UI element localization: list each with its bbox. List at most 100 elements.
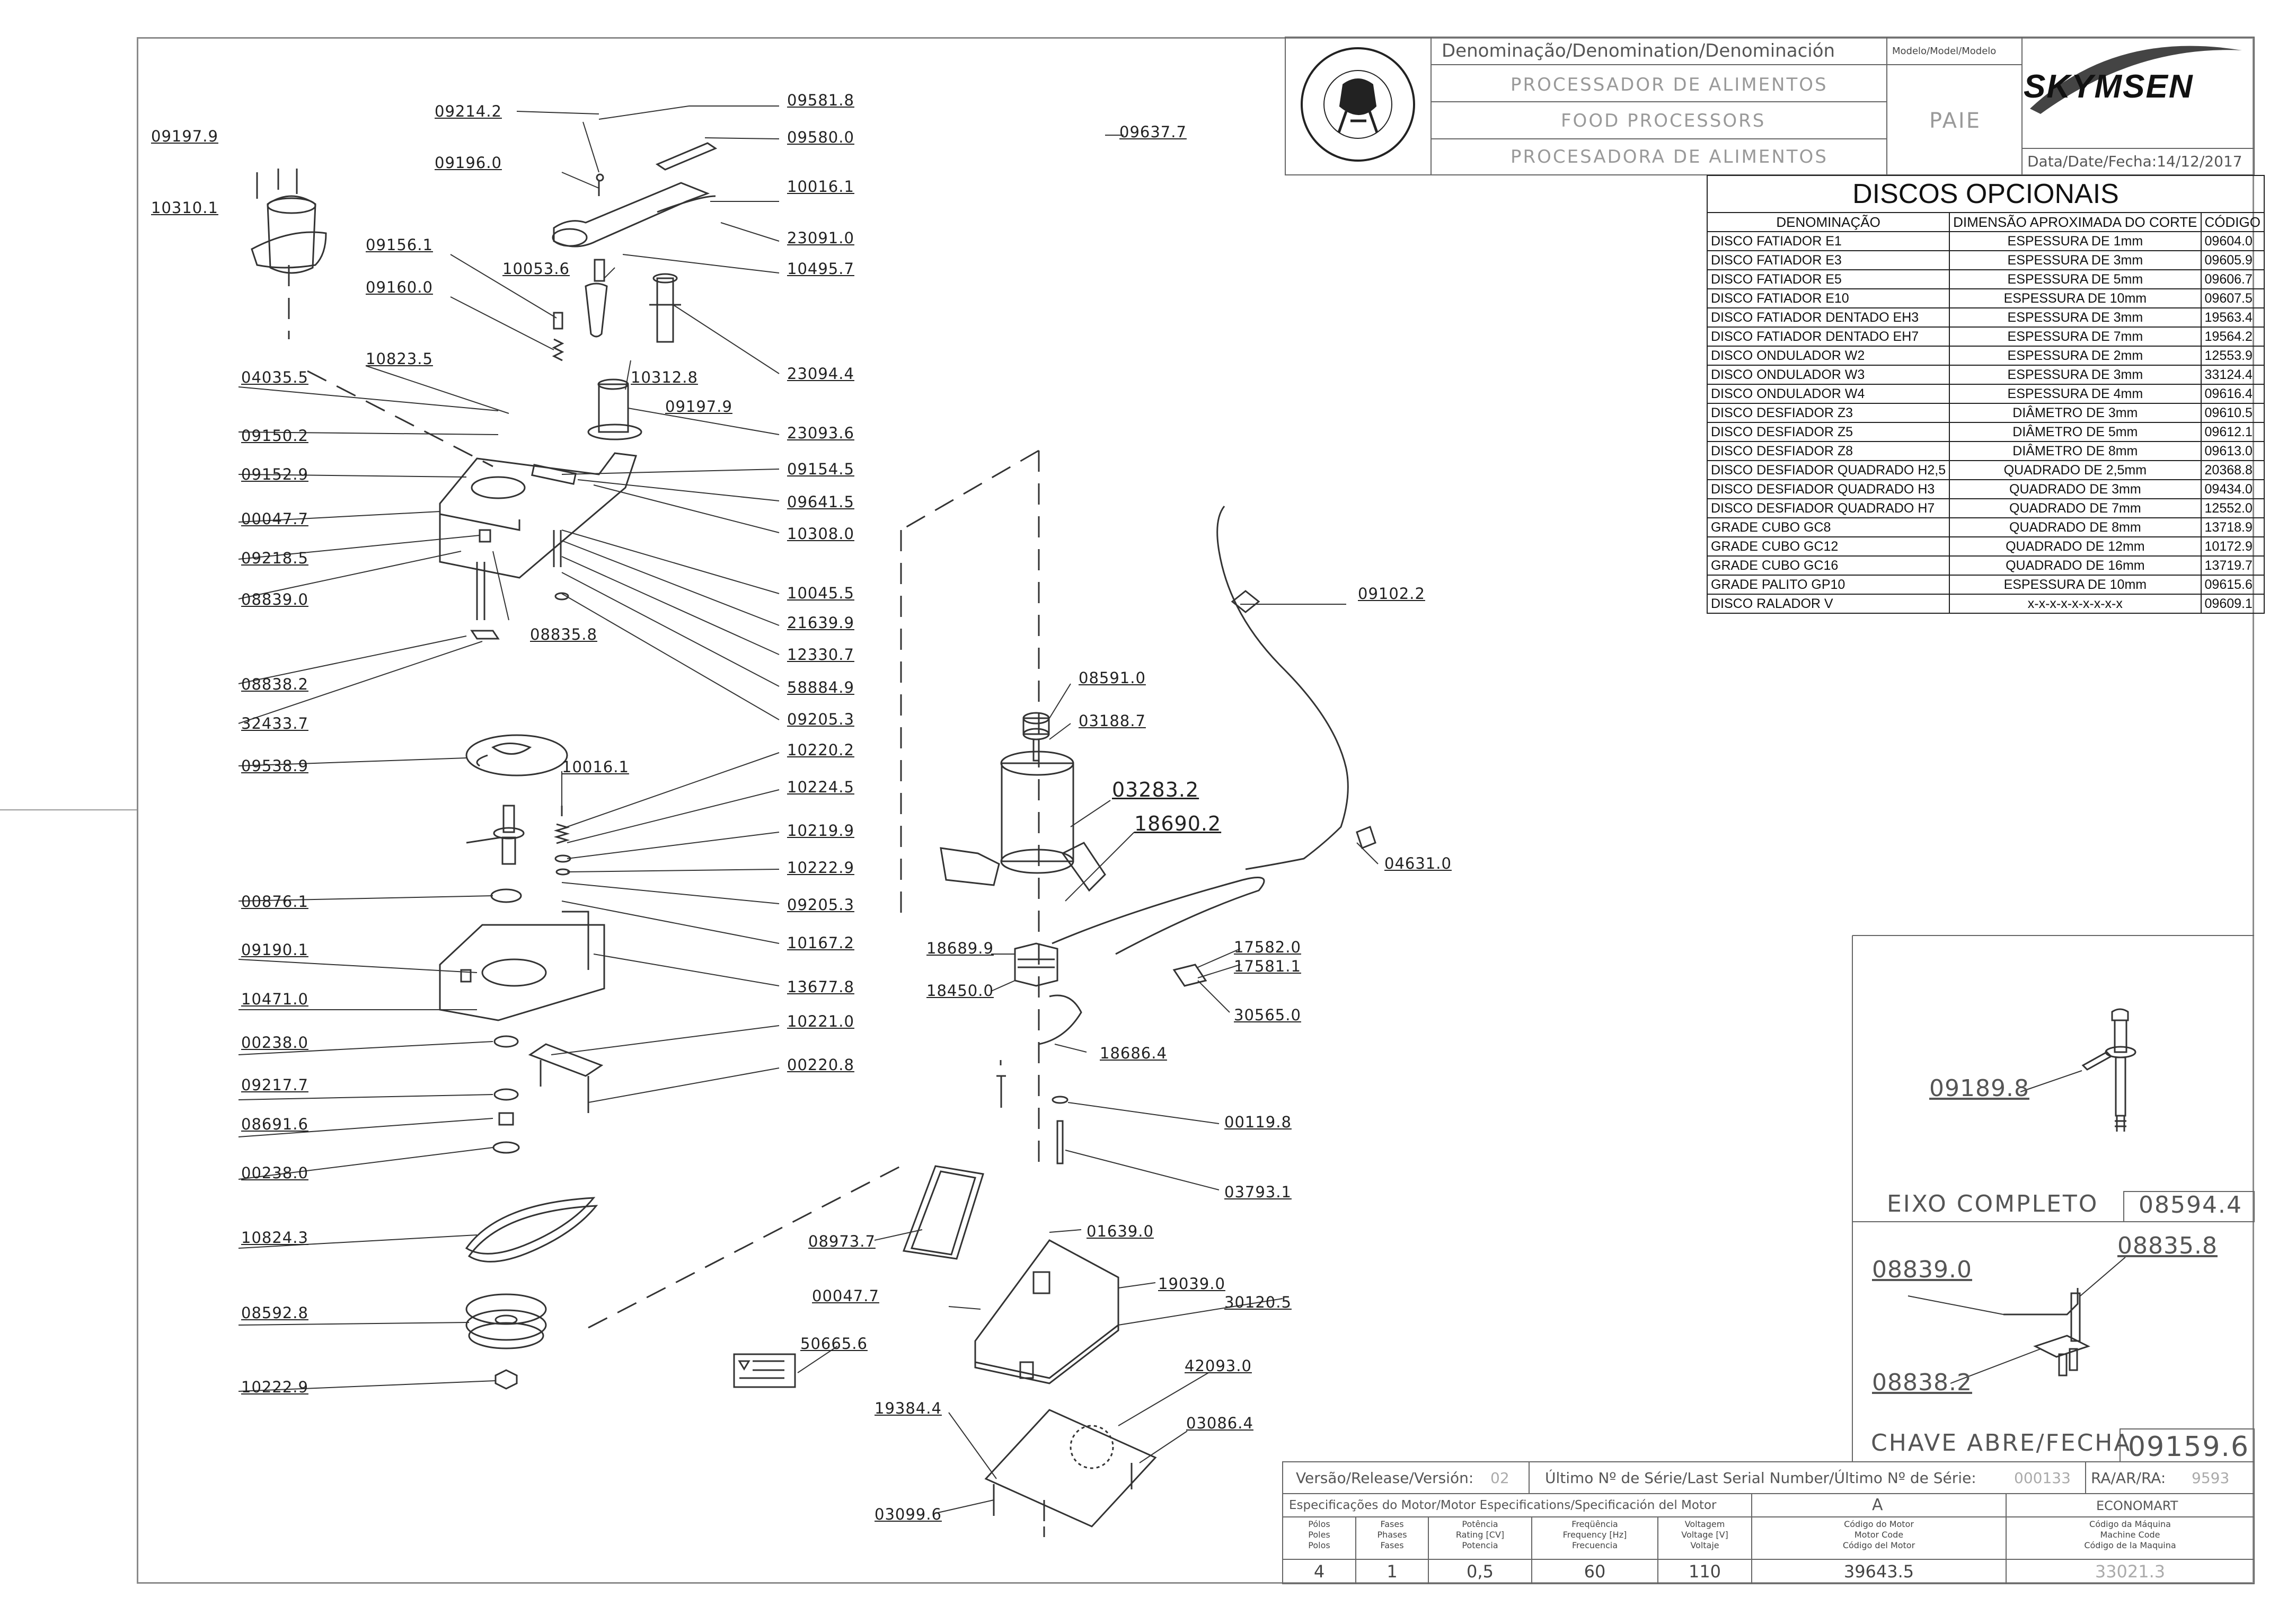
cell-name: DISCO FATIADOR E10 (1706, 288, 1950, 308)
cell-name: DISCO RALADOR V (1706, 594, 1950, 614)
o-ring-top (493, 1035, 519, 1048)
date-label: Data/Date/Fecha: (2027, 153, 2157, 170)
cell-name: DISCO DESFIADOR Z8 (1706, 441, 1950, 461)
callout-10308-0: 10308.0 (787, 525, 854, 543)
callout-09197-9-b: 09197.9 (665, 398, 732, 416)
cell-name: GRADE CUBO GC12 (1706, 536, 1950, 557)
spec-value-cell: 39643.5 (1843, 1561, 1914, 1582)
pulley-part (465, 1293, 547, 1349)
callout-00238-0-b: 00238.0 (241, 1164, 308, 1182)
callout-09196-0: 09196.0 (435, 154, 502, 172)
cell-name: GRADE PALITO GP10 (1706, 575, 1950, 595)
spec-header-line: Motor Code (1854, 1530, 1904, 1540)
callout-09205-3-b: 09205.3 (787, 896, 854, 914)
brand-logo-text: SKYMSEN (2024, 68, 2194, 105)
spec-value-cell: 33021.3 (2095, 1561, 2166, 1582)
serial-label: Último Nº de Série/Last Serial Number/Úl… (1545, 1469, 1976, 1487)
spec-value-cell: 0,5 (1467, 1561, 1494, 1582)
callout-10823-5: 10823.5 (366, 350, 433, 368)
cell-name: DISCO ONDULADOR W3 (1706, 365, 1950, 385)
spec-header-line: Código de la Maquina (2084, 1540, 2176, 1550)
callout-01639-0: 01639.0 (1087, 1222, 1154, 1240)
callout-10053-6: 10053.6 (502, 260, 570, 278)
callout-17581-1: 17581.1 (1234, 957, 1301, 975)
callout-03188-7: 03188.7 (1079, 712, 1146, 730)
callout-08835-8: 08835.8 (530, 625, 597, 643)
cell-name: DISCO FATIADOR E5 (1706, 269, 1950, 289)
cell-dimension: QUADRADO DE 12mm (1949, 536, 2202, 557)
spec-header-line: Phases (1377, 1530, 1407, 1540)
bottom-screws (993, 1463, 1133, 1537)
callout-18690-2: 18690.2 (1134, 812, 1222, 835)
spec-header-line: Código da Máquina (2089, 1519, 2171, 1529)
callout-10167-2: 10167.2 (787, 934, 854, 952)
product-name-pt: PROCESSADOR DE ALIMENTOS (1511, 74, 1828, 95)
cell-code: 09605.9 (2200, 250, 2265, 270)
switch-title: CHAVE ABRE/FECHA (1871, 1429, 2132, 1457)
cell-name: DISCO FATIADOR DENTADO EH3 (1706, 307, 1950, 328)
callout-00047-7-b: 00047.7 (812, 1287, 879, 1305)
cell-dimension: ESPESSURA DE 10mm (1949, 575, 2202, 595)
callout-30120-5: 30120.5 (1224, 1293, 1292, 1311)
cell-code: 20368.8 (2200, 460, 2265, 480)
cell-dimension: ESPESSURA DE 10mm (1949, 288, 2202, 308)
brand-swoosh (2030, 46, 2242, 114)
cell-code: 12553.9 (2200, 346, 2265, 366)
cell-code: 09606.7 (2200, 269, 2265, 289)
callout-23091-0: 23091.0 (787, 229, 854, 247)
callout-09580-0: 09580.0 (787, 128, 854, 146)
shaft-title: EIXO COMPLETO (1887, 1190, 2099, 1217)
callout-09218-5: 09218.5 (241, 549, 308, 567)
spec-value-cell: 60 (1584, 1561, 1606, 1582)
callout-10045-5: 10045.5 (787, 584, 854, 602)
callout-18689-9: 18689.9 (926, 939, 994, 957)
col-header-code: CÓDIGO (2200, 212, 2265, 232)
callout-10495-7: 10495.7 (787, 260, 854, 278)
switch-part-08839: 08839.0 (1872, 1256, 1972, 1283)
slicer-disc-part (465, 734, 568, 776)
callout-08691-6: 08691.6 (241, 1115, 308, 1133)
cell-dimension: QUADRADO DE 8mm (1949, 517, 2202, 537)
callout-12330-7: 12330.7 (787, 646, 854, 664)
spec-header-line: Freqüência (1571, 1519, 1618, 1529)
cell-dimension: ESPESSURA DE 2mm (1949, 346, 2202, 366)
callout-08838-2: 08838.2 (241, 675, 308, 693)
bracket-plate-part (528, 1043, 604, 1113)
main-shaft-part (466, 805, 525, 865)
callout-09637-7: 09637.7 (1119, 123, 1187, 141)
pusher-cylinder-part (649, 273, 681, 343)
callout-42093-0: 42093.0 (1185, 1357, 1252, 1375)
cell-code: 13718.9 (2200, 517, 2265, 537)
spec-header-line: Frecuencia (1571, 1540, 1618, 1550)
cell-code: 13719.7 (2200, 555, 2265, 576)
date-field: Data/Date/Fecha:14/12/2017 (2027, 153, 2242, 170)
callout-09102-2: 09102.2 (1358, 585, 1425, 603)
callout-03086-4: 03086.4 (1186, 1414, 1253, 1432)
spec-header-line: Fases (1380, 1519, 1404, 1529)
spec-value-cell: 4 (1313, 1561, 1325, 1582)
callout-09205-3-a: 09205.3 (787, 710, 854, 728)
callout-10310-1: 10310.1 (151, 199, 218, 217)
cell-dimension: DIÂMETRO DE 3mm (1949, 403, 2202, 423)
callout-10224-5: 10224.5 (787, 778, 854, 796)
callout-19039-0: 19039.0 (1158, 1275, 1225, 1293)
callout-09641-5: 09641.5 (787, 493, 854, 511)
cell-name: DISCO ONDULADOR W2 (1706, 346, 1950, 366)
cell-dimension: ESPESSURA DE 3mm (1949, 365, 2202, 385)
cell-dimension: QUADRADO DE 16mm (1949, 555, 2202, 576)
spec-header-line: Potência (1462, 1519, 1498, 1529)
motor-spec-label: Especificações do Motor/Motor Especifica… (1289, 1498, 1717, 1512)
